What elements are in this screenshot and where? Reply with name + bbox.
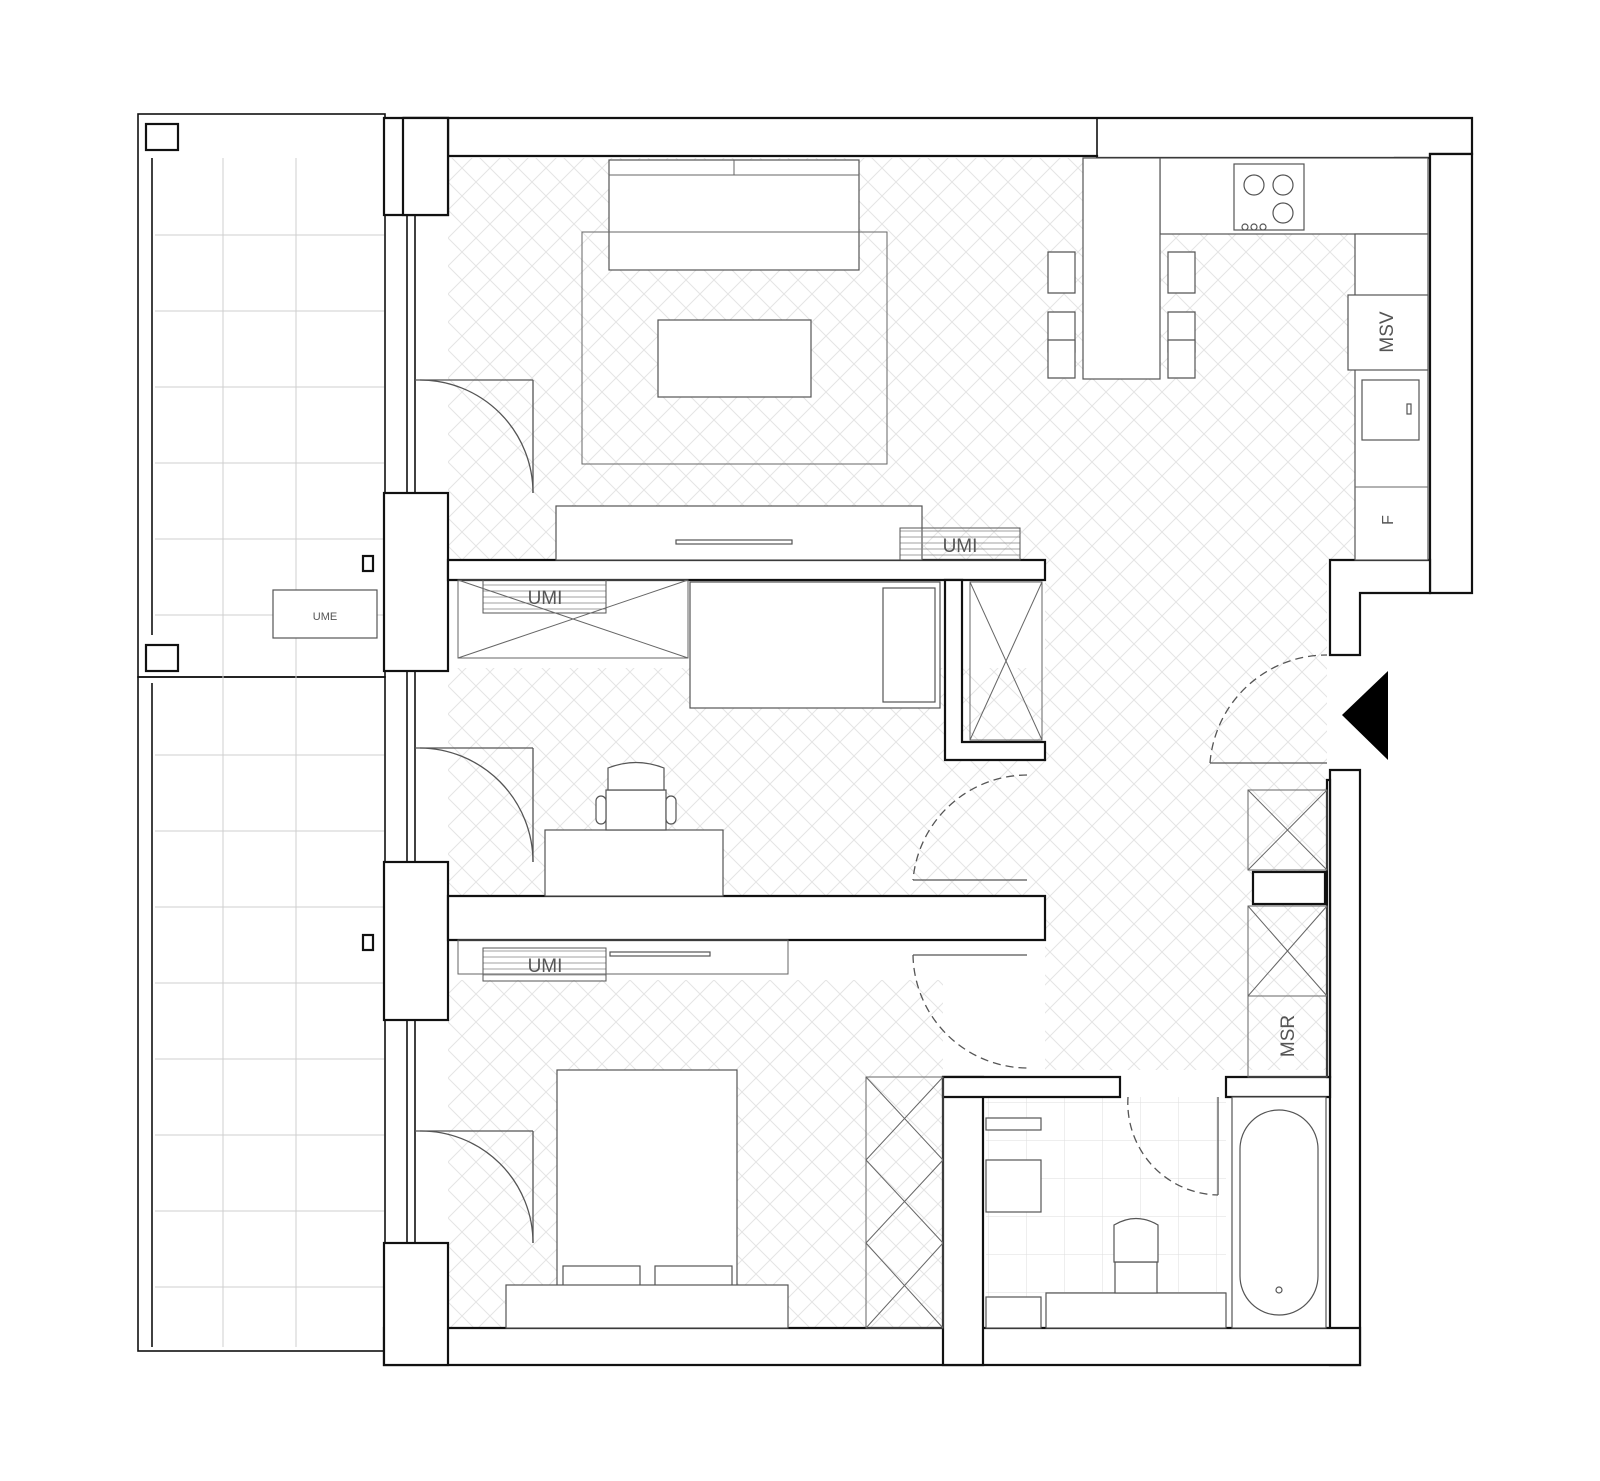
bedroom-shelf [457,939,789,975]
balcony-grid [155,158,384,1347]
cooktop [1233,163,1305,231]
umi-study-label: UMI [528,588,563,609]
umi-study-unit [482,579,607,614]
toilet [1114,1261,1158,1294]
desk [544,829,724,897]
hall-closets: MSR [1247,789,1328,1078]
bedroom-tv [609,951,711,957]
umi-living-unit [899,527,1021,561]
wall-left-column-a [382,491,450,673]
wall-wardrobe-box [943,578,1047,762]
wall-right-upper [1428,152,1474,595]
bathroom [985,1096,1327,1329]
closet-shelf [1251,870,1327,906]
wall-bath-top-right [1224,1075,1332,1099]
tv [675,539,793,545]
bath-counter-bottom [1045,1292,1227,1329]
door-balcony-bedroom [415,1130,534,1244]
wall-left-top-inner [401,116,450,217]
balcony-outline-lower [137,676,386,1352]
balcony-post-a [361,554,375,573]
door-balcony-study [415,747,534,863]
msr-unit [1247,995,1328,1078]
balcony-post-b [361,933,375,952]
pillow-single-bed [882,587,936,703]
doors [415,379,1328,1244]
door-balcony-living [415,379,534,494]
wall-top [403,116,1474,160]
wall-living-study [446,558,1047,582]
dining-table [1082,157,1161,380]
tv-console [555,505,923,561]
sofa [608,159,860,271]
msr-label: MSR [1278,1015,1299,1057]
umi-living-label: UMI [943,536,978,557]
nightstands [505,1284,789,1329]
door-bathroom [1127,1096,1219,1196]
ume-label: UME [313,611,337,623]
door-bedroom [912,954,1028,1069]
wall-study-bedroom [446,894,1047,942]
entry-hall-floor [1045,560,1327,1070]
balcony-pillar-mid [144,643,180,673]
wall-left-column-b [382,860,450,1022]
wall-left-column-c [382,1241,450,1367]
balcony: UME [137,113,386,1352]
msv-unit [1347,294,1429,371]
dining-chairs [1047,251,1196,379]
door-study [912,774,1028,881]
walls [382,116,1474,1367]
f-label: F [1380,515,1397,525]
door-entrance [1209,654,1328,764]
kitchen: MSV F [1047,157,1429,561]
wall-bath-left [941,1075,985,1367]
ume-unit [272,589,378,639]
bath-shelf-top [985,1117,1042,1131]
wall-right-notch [1328,558,1432,657]
wall-bottom [382,1326,1362,1367]
closet-upper [1247,789,1328,871]
umi-bedroom-unit [482,947,607,982]
rug [581,231,888,465]
study-room: UMI [457,579,1043,897]
wall-bath-top [941,1075,1122,1099]
balcony-pillar-top [144,122,180,152]
coffee-table [657,319,812,398]
desk-chair [605,789,667,831]
wardrobe-study [457,579,689,659]
msv-label: MSV [1377,311,1398,353]
umi-bedroom-label: UMI [528,956,563,977]
entrance-arrow-icon [1342,671,1388,760]
bath-shelf-bottom [985,1296,1042,1329]
wall-right-lower [1328,768,1362,1367]
bedroom-wardrobe [865,1076,944,1329]
wardrobe-hall [969,581,1043,741]
washing-machine [985,1159,1042,1213]
living-room: UMI [555,159,1021,561]
bedroom: UMI [457,939,944,1329]
